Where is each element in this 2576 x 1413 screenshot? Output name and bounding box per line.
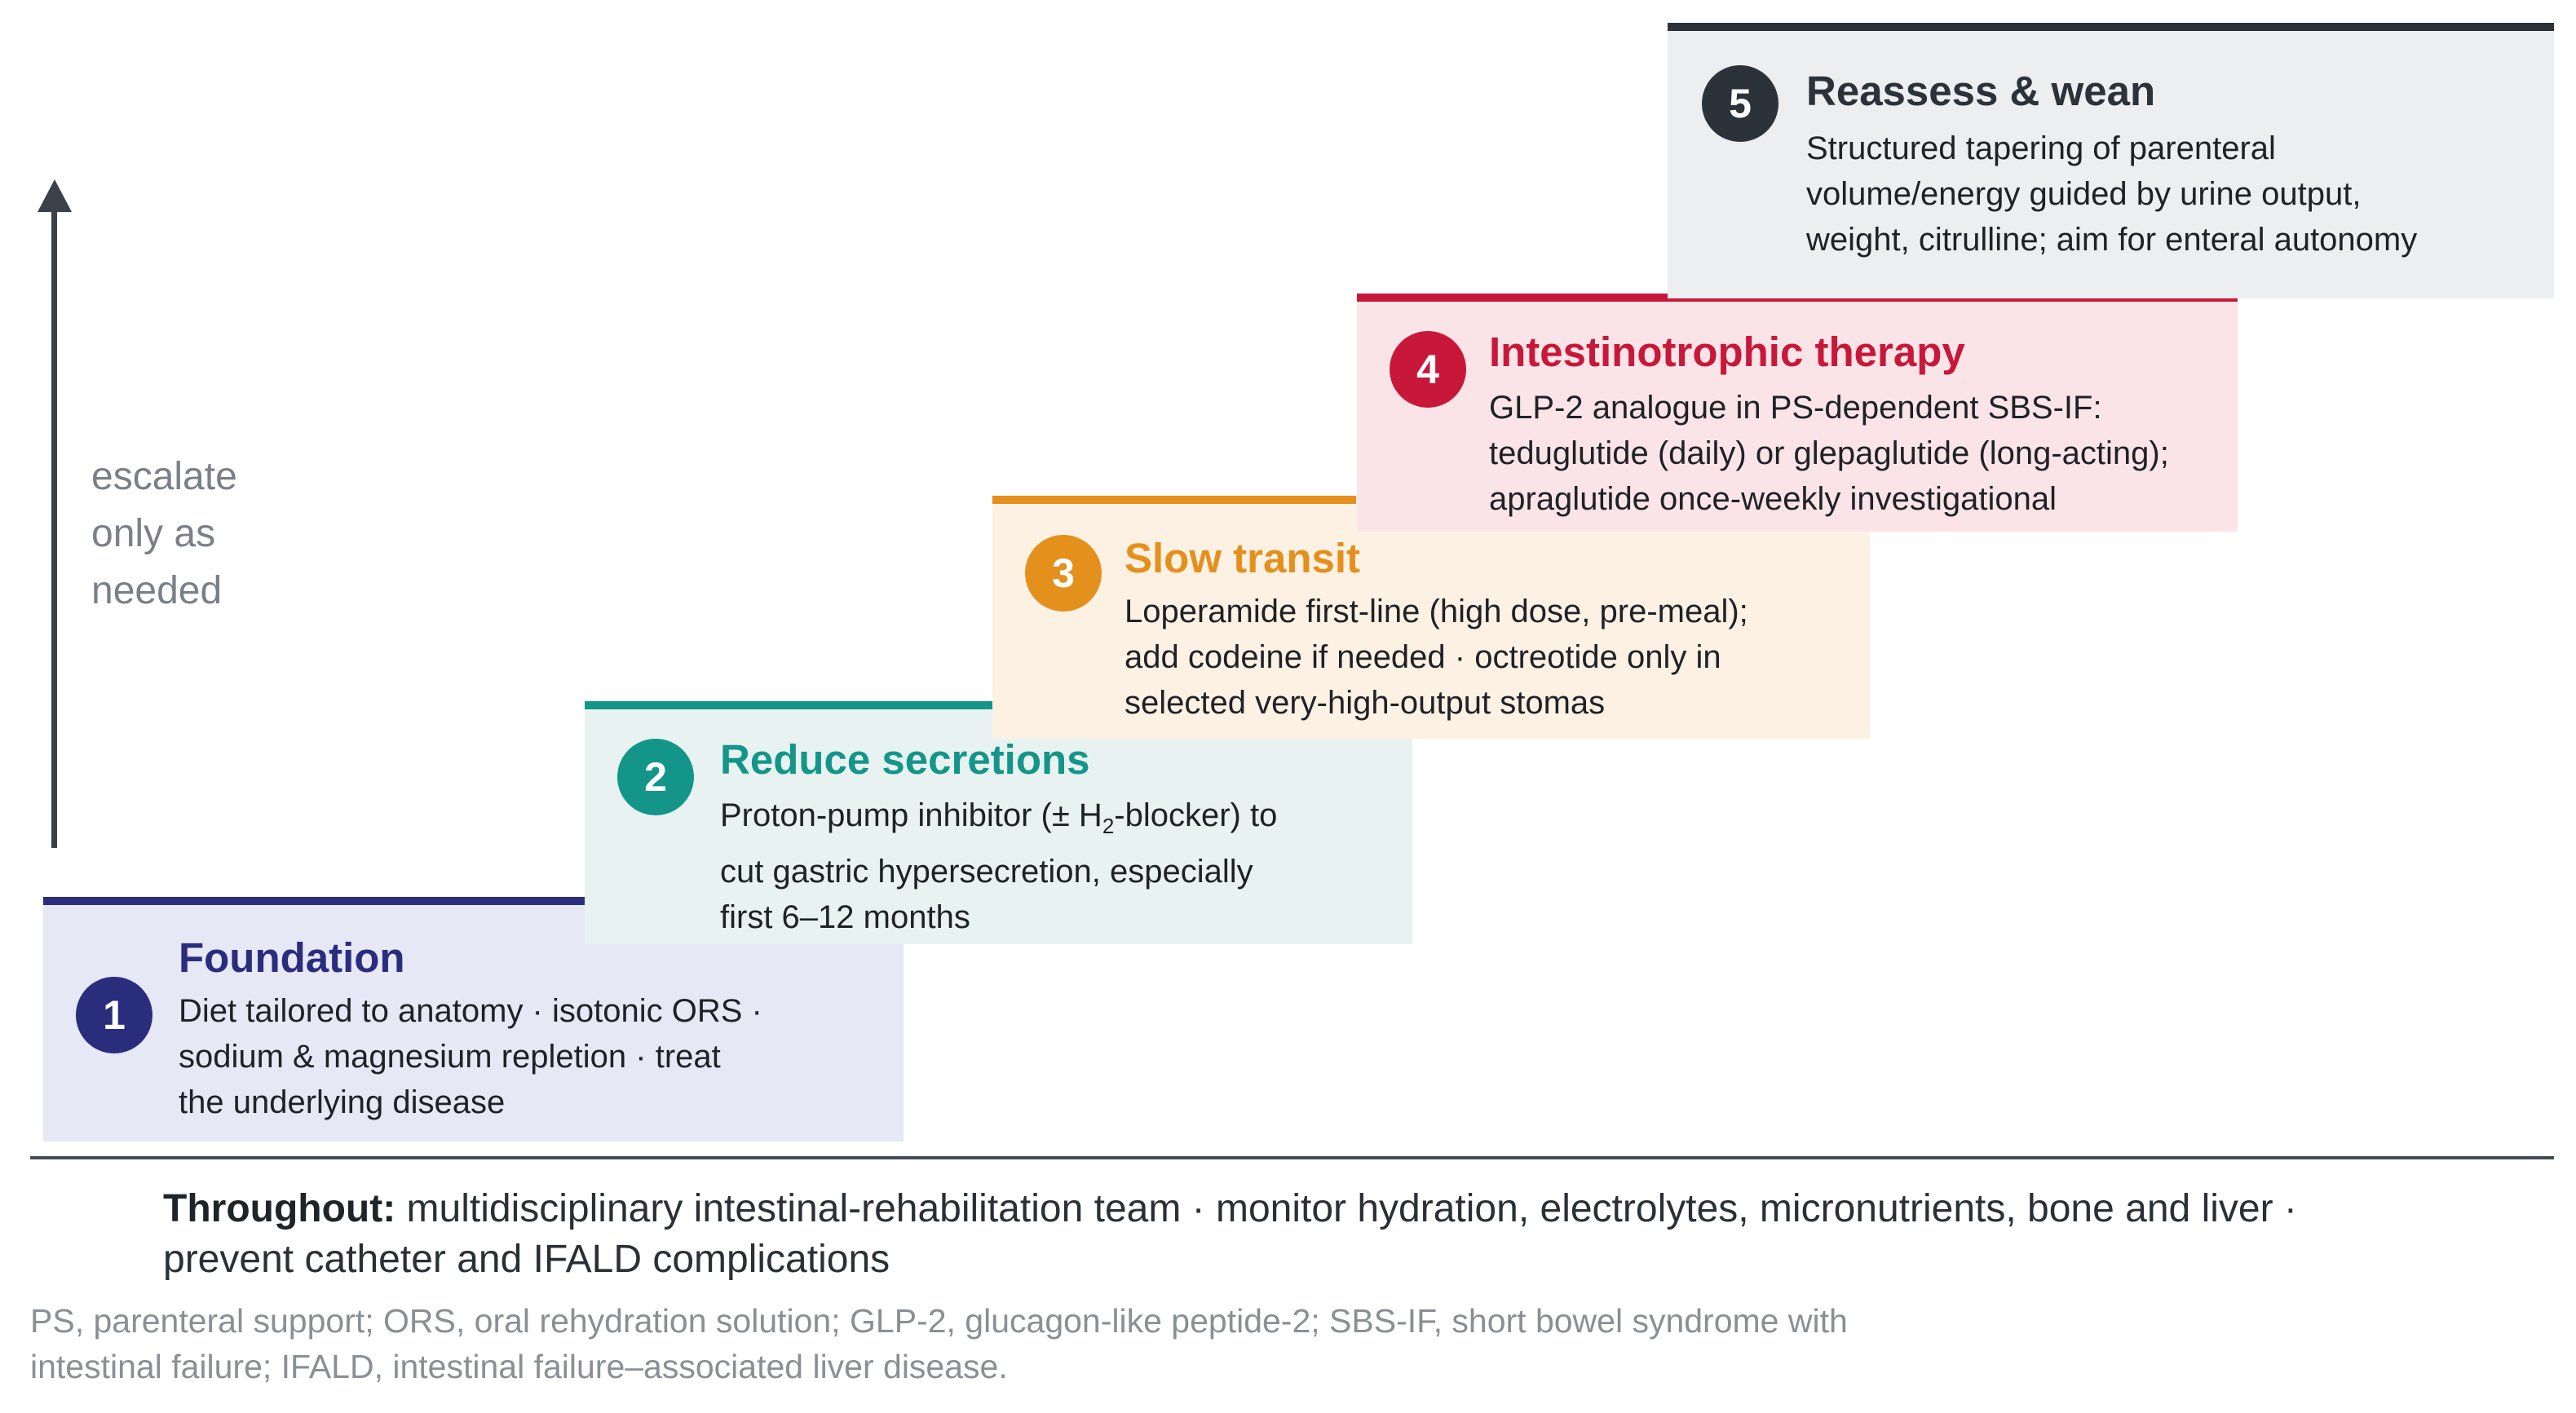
step-2-subscript: 2 — [1102, 814, 1115, 838]
throughout-line-2: prevent catheter and IFALD complications — [163, 1238, 890, 1281]
step-3-description: Loperamide first-line (high dose, pre-me… — [1125, 589, 1748, 726]
step-5-top-bar — [1668, 23, 2554, 31]
step-3-number-badge: 3 — [1025, 535, 1102, 612]
step-4-intestinotrophic-therapy: 4 Intestinotrophic therapy GLP-2 analogu… — [1357, 294, 2238, 532]
throughout-text-1: multidisciplinary intestinal-rehabilitat… — [395, 1187, 2297, 1230]
step-3-slow-transit: 3 Slow transit Loperamide first-line (hi… — [992, 496, 1870, 739]
step-4-title: Intestinotrophic therapy — [1489, 329, 1965, 375]
step-4-number-badge: 4 — [1390, 331, 1466, 408]
abbreviations-footnote: PS, parenteral support; ORS, oral rehydr… — [30, 1298, 1848, 1389]
step-3-line-2: add codeine if needed · octreotide only … — [1125, 639, 1721, 675]
step-1-description: Diet tailored to anatomy · isotonic ORS … — [179, 988, 762, 1125]
escalate-arrow-shaft — [51, 196, 57, 848]
step-2-line-2: cut gastric hypersecretion, especially — [720, 854, 1253, 890]
throughout-line-1: Throughout: multidisciplinary intestinal… — [163, 1184, 2297, 1234]
step-3-line-3: selected very-high-output stomas — [1125, 685, 1606, 721]
step-1-line-3: the underlying disease — [179, 1084, 506, 1120]
step-1-line-2: sodium & magnesium repletion · treat — [179, 1039, 721, 1075]
footnote-line-1: PS, parenteral support; ORS, oral rehydr… — [30, 1302, 1848, 1340]
step-5-number-badge: 5 — [1702, 65, 1778, 142]
step-2-line-1-suffix: -blocker) to — [1114, 797, 1278, 833]
step-3-line-1: Loperamide first-line (high dose, pre-me… — [1125, 594, 1748, 629]
step-4-line-2: teduglutide (daily) or glepaglutide (lon… — [1489, 435, 2169, 471]
step-1-title: Foundation — [179, 934, 405, 981]
step-3-title: Slow transit — [1125, 535, 1361, 581]
step-2-reduce-secretions: 2 Reduce secretions Proton-pump inhibito… — [585, 701, 1412, 944]
step-3-top-bar — [992, 496, 1356, 504]
step-2-line-3: first 6–12 months — [720, 899, 970, 935]
step-4-line-1: GLP-2 analogue in PS-dependent SBS-IF: — [1489, 390, 2102, 426]
step-2-number-badge: 2 — [617, 739, 694, 815]
step-5-reassess-wean: 5 Reassess & wean Structured tapering of… — [1668, 23, 2554, 298]
step-5-line-2: volume/energy guided by urine output, — [1806, 176, 2362, 212]
step-1-line-1: Diet tailored to anatomy · isotonic ORS … — [179, 993, 762, 1029]
step-5-description: Structured tapering of parenteral volume… — [1806, 126, 2417, 263]
step-2-line-1-text: Proton-pump inhibitor (± H — [720, 797, 1102, 833]
step-1-top-bar — [43, 897, 585, 905]
step-2-description: Proton-pump inhibitor (± H2-blocker) to … — [720, 793, 1277, 940]
escalate-label: escalate only as needed — [91, 455, 237, 612]
throughout-note: Throughout: multidisciplinary intestinal… — [163, 1184, 2297, 1285]
step-2-title: Reduce secretions — [720, 736, 1090, 783]
throughout-label: Throughout: — [163, 1187, 396, 1230]
step-5-line-3: weight, citrulline; aim for enteral auto… — [1806, 222, 2418, 258]
step-4-line-3: apraglutide once-weekly investigational — [1489, 481, 2057, 517]
step-4-description: GLP-2 analogue in PS-dependent SBS-IF: t… — [1489, 385, 2169, 522]
baseline-divider — [30, 1156, 2554, 1159]
step-2-top-bar — [585, 701, 992, 709]
step-1-number-badge: 1 — [76, 977, 152, 1053]
step-5-title: Reassess & wean — [1806, 68, 2156, 114]
step-5-line-1: Structured tapering of parenteral — [1806, 130, 2276, 166]
footnote-line-2: intestinal failure; IFALD, intestinal fa… — [30, 1348, 1008, 1385]
step-2-line-1: Proton-pump inhibitor (± H2-blocker) to — [720, 793, 1277, 849]
